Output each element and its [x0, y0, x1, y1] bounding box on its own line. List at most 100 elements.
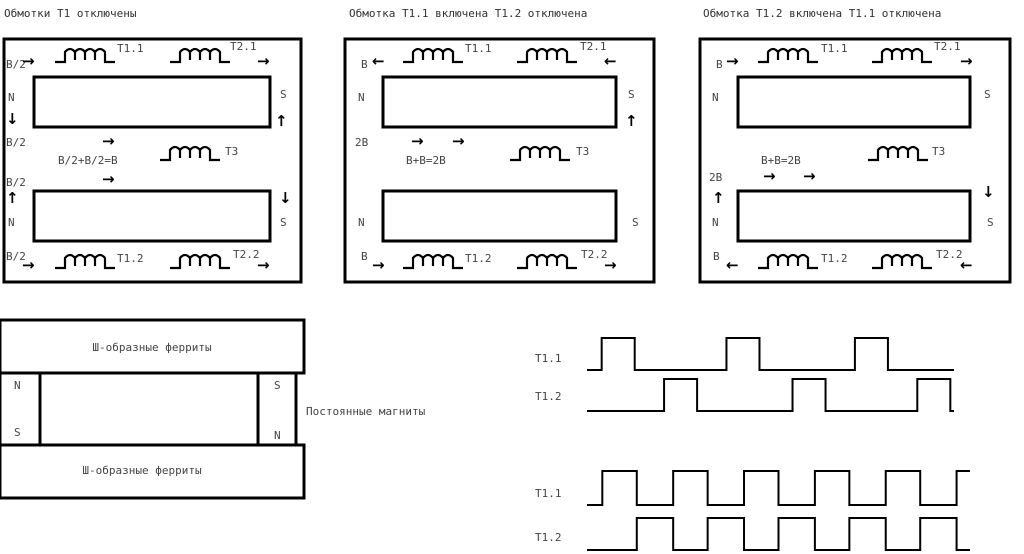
coil-icon [158, 145, 222, 162]
coil-label-t21: T2.1 [230, 40, 257, 53]
coil-label-t11: T1.1 [821, 42, 848, 55]
arrow-right-icon: → [257, 256, 270, 274]
panel-2-upper-window [381, 75, 618, 129]
arrow-left-icon: ← [726, 256, 739, 274]
panel-3-title: Обмотка Т1.2 включена Т1.1 отключена [703, 7, 941, 20]
pole-s: S [984, 88, 991, 101]
arrow-right-icon: → [411, 132, 424, 150]
flux-label: B/2 [6, 176, 26, 189]
coil-label-t11: T1.1 [117, 42, 144, 55]
timing-label-fast-t11: T1.1 [535, 487, 562, 500]
arrow-right-icon: → [452, 132, 465, 150]
flux-label: 2B [355, 136, 369, 149]
flux-label: B/2 [6, 250, 26, 263]
coil-icon [401, 47, 465, 64]
magnet-pole-s: S [14, 426, 21, 439]
panel-1-frame [2, 37, 303, 284]
magnet-pole-s: S [274, 379, 281, 392]
pole-s: S [987, 216, 994, 229]
coil-icon [515, 253, 579, 270]
pole-n: N [8, 91, 15, 104]
coil-icon [756, 253, 820, 270]
flux-label: B/2 [6, 58, 26, 71]
coil-icon [168, 47, 232, 64]
pole-n: N [358, 216, 365, 229]
pole-n: N [712, 216, 719, 229]
arrow-left-icon: ← [604, 52, 617, 70]
coil-icon [515, 47, 579, 64]
arrow-right-icon: → [803, 167, 816, 185]
coil-label-t3: T3 [576, 145, 589, 158]
flux-label: B [361, 58, 368, 71]
coil-icon [53, 253, 117, 270]
coil-icon [401, 253, 465, 270]
arrow-up-icon: ↑ [6, 189, 19, 207]
waveform-slow-t11 [587, 337, 954, 371]
magnets-label: Постоянные магниты [306, 405, 426, 418]
waveform-fast-t12 [587, 517, 970, 551]
coil-icon [53, 47, 117, 64]
timing-label-slow-t11: T1.1 [535, 352, 562, 365]
panel-1-title: Обмотки Т1 отключены [4, 7, 137, 20]
panel-1-lower-window [32, 189, 272, 243]
pole-s: S [280, 88, 287, 101]
arrow-up-icon: ↑ [275, 112, 288, 130]
coil-label-t3: T3 [225, 145, 238, 158]
magnet-pole-n: N [274, 429, 281, 442]
coil-icon [756, 47, 820, 64]
arrow-right-icon: → [604, 256, 617, 274]
arrow-right-icon: → [102, 132, 115, 150]
coil-label-t12: T1.2 [821, 252, 848, 265]
flux-label: B [361, 250, 368, 263]
panel-2: Обмотка Т1.1 включена Т1.2 отключена T1.… [343, 7, 656, 284]
arrow-down-icon: ↓ [6, 110, 19, 128]
pole-n: N [8, 216, 15, 229]
flux-sum-label: B+B=2B [761, 154, 801, 167]
magnet-pole-n: N [14, 379, 21, 392]
flux-label: 2B [709, 171, 723, 184]
coil-label-t22: T2.2 [581, 248, 608, 261]
timing-label-slow-t12: T1.2 [535, 390, 562, 403]
coil-icon [508, 145, 572, 162]
top-ferrite-block [0, 318, 306, 375]
arrow-right-icon: → [257, 52, 270, 70]
arrow-left-icon: ← [372, 52, 385, 70]
arrow-right-icon: → [102, 170, 115, 188]
timing-diagrams: T1.1 T1.2 T1.1 T1.2 [535, 337, 970, 551]
flux-sum-label: B+B=2B [406, 154, 446, 167]
panel-3-frame [698, 37, 1012, 284]
coil-label-t12: T1.2 [117, 252, 144, 265]
construction-diagram: Ш-образные ферриты N S S N Постоянные ма… [0, 318, 426, 500]
coil-icon [870, 47, 934, 64]
pole-s: S [280, 216, 287, 229]
coil-icon [870, 253, 934, 270]
panel-2-title: Обмотка Т1.1 включена Т1.2 отключена [349, 7, 587, 20]
panel-2-lower-window [381, 189, 618, 243]
coil-icon [168, 253, 232, 270]
arrow-right-icon: → [960, 52, 973, 70]
pole-n: N [358, 91, 365, 104]
coil-label-t12: T1.2 [465, 252, 492, 265]
pole-s: S [632, 216, 639, 229]
flux-sum-label: B/2+B/2=B [58, 154, 118, 167]
panel-1: Обмотки Т1 отключены T1.1 T2.1 T3 T1.2 T… [2, 7, 303, 284]
arrow-right-icon: → [763, 167, 776, 185]
pole-s: S [628, 88, 635, 101]
panel-3-lower-window [736, 189, 972, 243]
coil-label-t21: T2.1 [934, 40, 961, 53]
coil-label-t22: T2.2 [233, 248, 260, 261]
coil-icon [866, 145, 930, 162]
coil-label-t11: T1.1 [465, 42, 492, 55]
arrow-right-icon: → [372, 256, 385, 274]
panel-1-upper-window [32, 75, 272, 129]
waveform-fast-t11 [587, 470, 970, 506]
flux-label: B [716, 58, 723, 71]
arrow-down-icon: ↓ [982, 183, 995, 201]
arrow-right-icon: → [726, 52, 739, 70]
arrow-down-icon: ↓ [279, 189, 292, 207]
coil-label-t22: T2.2 [936, 248, 963, 261]
bottom-ferrite-block [0, 443, 306, 500]
arrow-right-icon: → [22, 52, 35, 70]
timing-label-fast-t12: T1.2 [535, 531, 562, 544]
